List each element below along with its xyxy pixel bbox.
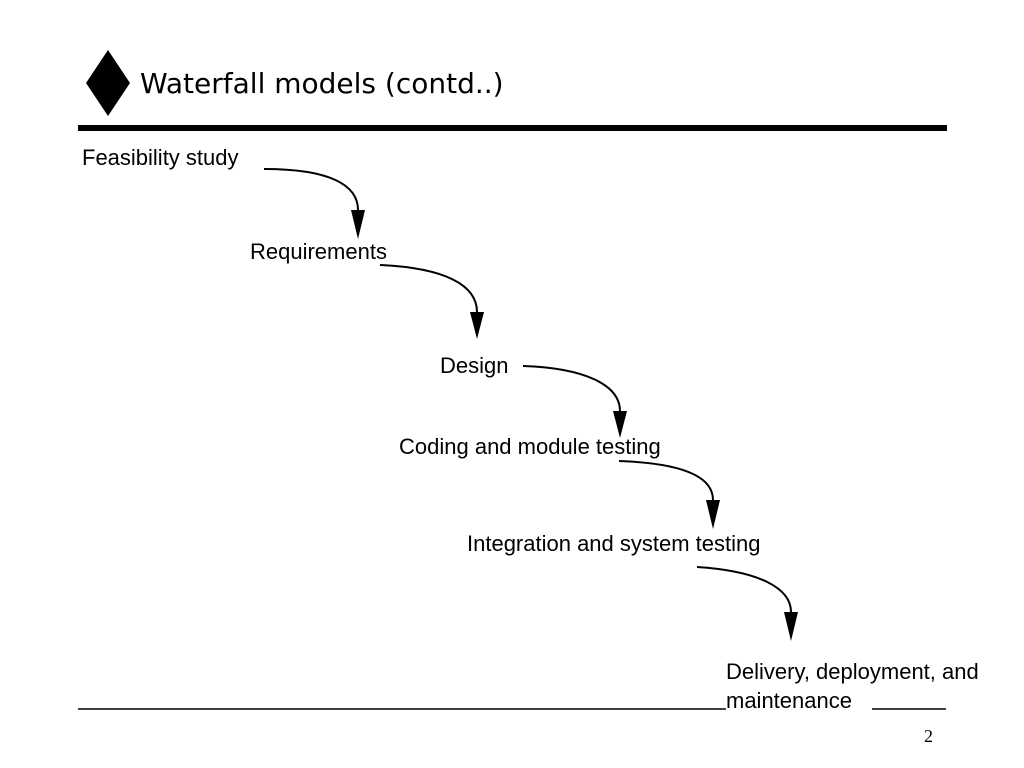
arrowhead-icon	[784, 612, 798, 641]
page-number: 2	[924, 726, 933, 746]
step-integration-and-system-testing: Integration and system testing	[467, 531, 761, 556]
diamond-icon	[86, 50, 130, 116]
arrowhead-icon	[470, 312, 484, 339]
step-design: Design	[440, 353, 509, 378]
step-delivery-line-1: Delivery, deployment, and	[726, 659, 979, 684]
arrowhead-icon	[706, 500, 720, 529]
curved-arrow-down-icon	[522, 365, 621, 412]
slide-title: Waterfall models (contd..)	[140, 67, 504, 100]
step-requirements: Requirements	[250, 239, 387, 264]
curved-arrow-down-icon	[618, 460, 714, 501]
step-delivery-deployment-maintenance: Delivery, deployment, and maintenance	[726, 657, 979, 715]
title-underline	[78, 125, 947, 131]
curved-arrow-down-icon	[263, 168, 359, 211]
arrowhead-icon	[351, 210, 365, 239]
step-delivery-line-2: maintenance	[726, 688, 852, 713]
curved-arrow-down-icon	[379, 264, 478, 313]
curved-arrow-down-icon	[696, 566, 792, 613]
step-coding-and-module-testing: Coding and module testing	[399, 434, 661, 459]
step-feasibility-study: Feasibility study	[82, 145, 239, 170]
